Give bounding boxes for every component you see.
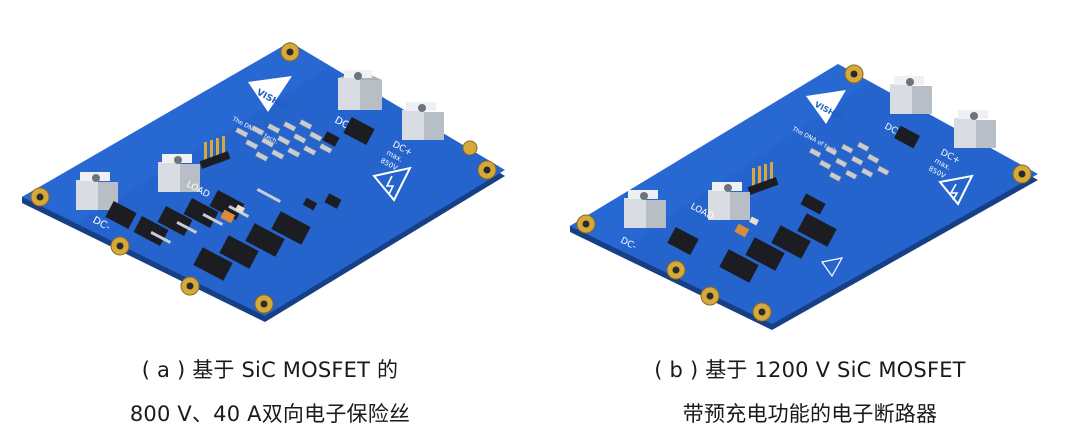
terminal-dc-minus-top [890, 76, 932, 114]
terminal-dc-plus [402, 102, 444, 140]
warning-triangle-icon [372, 166, 412, 202]
caption-line-1: ( b ) 基于 1200 V SiC MOSFET [654, 358, 966, 382]
terminal-dc-plus [954, 110, 996, 148]
warning-triangle-icon [938, 174, 974, 206]
figure-panel-b: VISHAY The DNA of tech. DC- DC+ max. 850… [540, 0, 1080, 445]
caption-line-1: ( a ) 基于 SiC MOSFET 的 [141, 358, 399, 382]
terminal-load [708, 182, 750, 220]
pcb-board-image-b: VISHAY The DNA of tech. DC- DC+ max. 850… [570, 64, 1038, 330]
pcb-board-image-a: VISHAY The DNA of tech. DC- DC+ max. 850… [22, 42, 505, 322]
terminal-dc-minus-top [338, 70, 382, 110]
caption-line-2: 800 V、40 A双向电子保险丝 [129, 402, 411, 426]
terminal-load [158, 154, 200, 192]
terminal-dc-minus-bottom [624, 190, 666, 228]
figure-panel-a: VISHAY The DNA of tech. DC- DC+ max. 850… [22, 42, 505, 426]
caption-line-2: 带预充电功能的电子断路器 [682, 402, 938, 426]
